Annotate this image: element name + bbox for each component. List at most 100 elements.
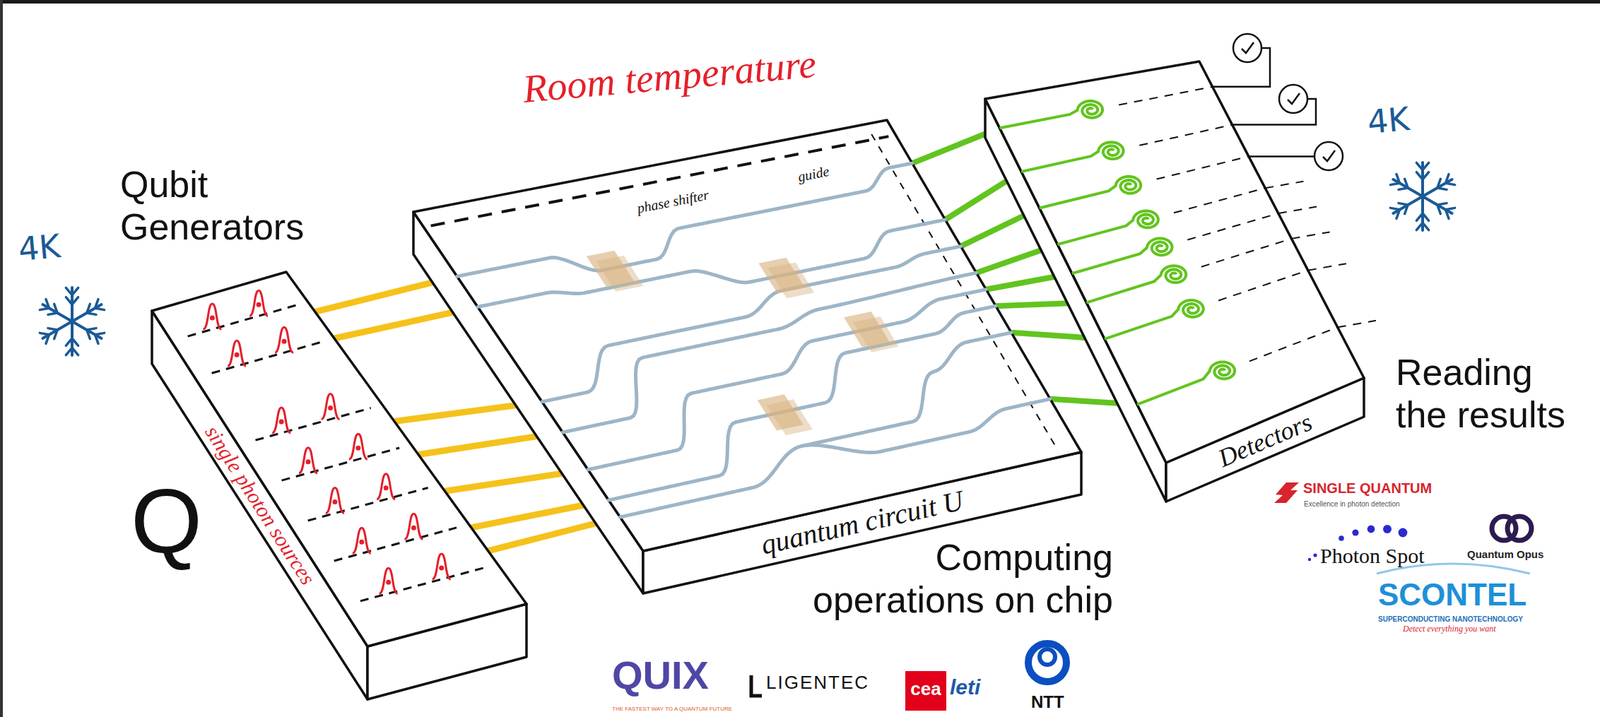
readout-wire <box>1139 125 1232 146</box>
photon-pulse <box>202 303 222 330</box>
snowflake-arm <box>1392 196 1423 214</box>
logo-tagline: THE FASTEST WAY TO A QUANTUM FUTURE <box>612 706 733 713</box>
snowflake-symbol <box>1390 162 1455 231</box>
snowflake-branch <box>1437 178 1441 188</box>
photonic-chip: phase shifterguidequantum circuit U <box>404 111 1090 603</box>
logo-text: SCONTEL <box>1378 579 1527 611</box>
detector-block: Detectors <box>976 53 1373 511</box>
pulse-baseline <box>334 527 457 562</box>
label-anchor: Qubit Generators <box>120 163 329 249</box>
logo-dot <box>1351 529 1359 536</box>
snowflake-branch <box>65 287 73 295</box>
snowflake-branch <box>1445 183 1455 185</box>
readout-wire <box>1337 320 1376 328</box>
logo-ring <box>1028 643 1067 682</box>
snowflake-branch <box>39 308 49 310</box>
check-circle <box>1233 33 1262 63</box>
readout-wire <box>1278 207 1317 214</box>
label-anchor: Room temperature <box>522 69 817 109</box>
snowflake-branch <box>1422 222 1429 230</box>
pulse-baseline <box>255 408 371 441</box>
snowflake-branch <box>1422 162 1429 170</box>
snowflake-arm <box>42 321 73 339</box>
block-top-face <box>985 61 1364 463</box>
logo-text: SINGLE QUANTUM <box>1303 481 1432 496</box>
snowflake-branch <box>72 297 79 305</box>
photon-pulse <box>298 448 318 474</box>
label-anchor: 4K <box>1367 106 1410 139</box>
logo-dot <box>1367 525 1376 534</box>
snowflake-branch <box>1416 213 1423 221</box>
detector-spiral <box>1039 176 1141 209</box>
photon-dot <box>332 499 338 505</box>
logo-text: QUIX <box>612 655 709 696</box>
phase-shifter-pad <box>768 262 815 299</box>
photon-dot <box>281 339 287 345</box>
check-mark <box>1287 93 1300 104</box>
snowflake-branch <box>1445 207 1455 210</box>
label-anchor: leti <box>949 677 981 699</box>
label-anchor: SCONTEL <box>1378 579 1527 611</box>
waveguide <box>457 163 913 277</box>
label-anchor: Detect everything you want <box>1402 621 1497 635</box>
snowflake-branch <box>94 334 99 345</box>
detector-spiral <box>1057 210 1158 245</box>
stage-heading: Computing operations on chip <box>791 537 1114 622</box>
label-anchor: Reading the results <box>1395 351 1580 437</box>
check-mark <box>1241 42 1254 54</box>
snowflake-branch <box>72 287 79 295</box>
snowflake-branch <box>1390 183 1400 185</box>
snowflake-branch <box>1396 174 1400 184</box>
snowflake-arm <box>72 304 102 322</box>
snowflake-branch <box>94 299 99 309</box>
snowflake-branch <box>94 332 104 335</box>
snowflake-branch <box>72 338 79 346</box>
snowflake-branch <box>1416 162 1423 170</box>
photon-dot <box>306 459 311 465</box>
snowflake-arm <box>72 321 102 339</box>
logo-tagline: Excellence in photon detection <box>1303 501 1400 509</box>
snowflake-branch <box>48 328 58 331</box>
logo-text: NTT <box>1031 693 1065 711</box>
chip-dashed-edge <box>431 136 890 227</box>
detector-spiral <box>1104 300 1204 340</box>
readout-wire <box>1118 86 1213 106</box>
snowflake-branch <box>1445 174 1449 184</box>
pulse-baseline <box>308 487 429 521</box>
snowflake-branch <box>1398 187 1408 190</box>
readout-wire <box>1265 181 1304 188</box>
photon-pulse <box>404 513 423 540</box>
snowflake-branch <box>1437 187 1447 190</box>
block-detail <box>431 134 1056 518</box>
phase-shifter-pad <box>853 316 899 353</box>
phase-shifter-pad <box>595 255 644 292</box>
logo-text: Quantum Opus <box>1467 549 1544 560</box>
photon-pulse <box>432 554 451 580</box>
snowflake-branch <box>1416 222 1423 230</box>
waveguide <box>608 306 996 501</box>
snowflake-branch <box>1445 209 1449 220</box>
label-anchor: Excellence in photon detection <box>1303 496 1400 510</box>
readout-wire <box>1156 156 1249 179</box>
photon-pulse <box>274 327 294 353</box>
snowflake-branch <box>86 303 91 314</box>
snowflake-branch <box>1416 172 1423 180</box>
snowflake-branch <box>86 328 97 331</box>
logo-text: leti <box>949 677 981 699</box>
pulse-baseline <box>212 341 324 374</box>
photon-pulse <box>272 407 291 434</box>
snowflake-branch <box>65 347 73 355</box>
check-circle <box>1314 142 1343 171</box>
photon-dot <box>256 302 262 308</box>
photon-pulse <box>349 433 368 460</box>
block-outline <box>976 53 1373 511</box>
label-anchor: Photon Spot <box>1320 545 1425 567</box>
label-anchor: QUIX <box>612 655 709 696</box>
readout-wire <box>1218 270 1309 302</box>
logo-text: Photon Spot <box>1320 545 1425 567</box>
snowflake-branch <box>45 299 50 309</box>
photon-dot <box>359 539 364 545</box>
logo-icon <box>751 675 762 697</box>
snowflake-branch <box>86 330 91 340</box>
